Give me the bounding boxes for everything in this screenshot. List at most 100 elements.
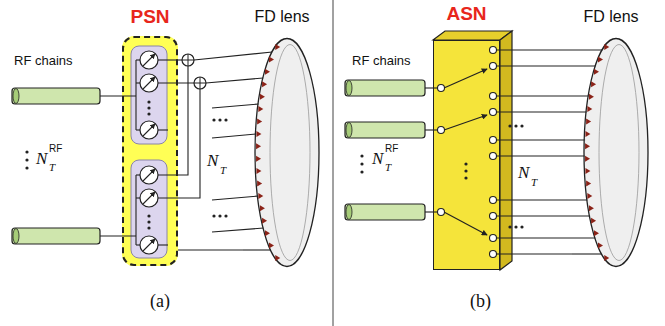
asn-box: ASN — [433, 40, 500, 270]
antenna-element — [591, 218, 596, 224]
ellipsis-dot — [514, 225, 517, 228]
ellipsis-dot — [464, 162, 467, 165]
ellipsis-dot — [147, 112, 150, 115]
antenna-feed — [212, 228, 264, 232]
antenna-feed — [497, 215, 591, 216]
panel-divider — [333, 0, 334, 326]
rf-chain-end — [346, 205, 352, 220]
antenna-element — [604, 44, 609, 50]
antenna-feed — [497, 139, 586, 140]
rf-chain-box — [345, 80, 425, 96]
antenna-feed — [572, 253, 602, 254]
symbol: N — [207, 152, 218, 169]
rf-feed — [425, 211, 438, 212]
ellipsis-dot — [147, 106, 150, 109]
phase-shifter-symbol — [140, 74, 158, 92]
phase-shifter-symbol — [140, 189, 158, 207]
switch-arm — [444, 69, 487, 88]
symbol: N — [518, 164, 529, 181]
rf-feed — [100, 95, 136, 96]
part-name: RF chains — [14, 54, 73, 67]
ellipsis-dot — [218, 214, 221, 217]
feed-stub — [136, 174, 140, 175]
antenna-element — [587, 193, 592, 199]
ps-output — [158, 82, 194, 83]
antenna-element — [587, 106, 592, 112]
phase-shifter-arrow — [143, 192, 155, 204]
ellipsis-dot — [360, 162, 363, 165]
psn-fill — [122, 36, 178, 266]
antenna-element — [256, 156, 261, 162]
ellipsis-dot — [520, 225, 523, 228]
antenna-feed — [497, 111, 587, 112]
antenna-element — [258, 106, 263, 112]
switch-input — [438, 209, 445, 216]
antenna-element — [265, 69, 270, 75]
feed-line — [500, 253, 572, 254]
subscript: T — [385, 162, 391, 173]
ellipsis-dot — [360, 170, 363, 173]
switch-output — [490, 251, 497, 258]
switch-output — [490, 109, 497, 116]
ellipsis-dot — [212, 214, 215, 217]
part-name: RF chains — [352, 54, 411, 67]
phase-shifter-symbol — [140, 166, 158, 184]
ellipsis-dot — [25, 158, 28, 161]
ellipsis-dot — [464, 176, 467, 179]
combiner-symbol — [182, 54, 194, 66]
ellipsis-dot — [147, 226, 150, 229]
phase-shifter-arrow — [143, 239, 155, 251]
feed-stub — [136, 82, 140, 83]
antenna-feed — [497, 49, 603, 50]
antenna-feed — [206, 78, 263, 83]
antenna-element — [265, 230, 270, 236]
feed-bus — [135, 175, 136, 245]
antenna-element — [275, 44, 280, 50]
asn-side-face — [500, 31, 512, 270]
ellipsis-dot — [212, 118, 215, 121]
antenna-feed — [497, 199, 588, 200]
antenna-element — [256, 143, 261, 149]
antenna-feed — [194, 52, 272, 60]
switch-output — [490, 63, 497, 70]
antenna-element — [257, 118, 262, 124]
feed-stub — [136, 244, 140, 245]
symbol: N — [372, 150, 383, 167]
rf-chain-box — [12, 88, 100, 104]
ps-output — [158, 244, 168, 245]
antenna-element — [585, 131, 590, 137]
switch-input — [438, 127, 445, 134]
subscript: T — [220, 165, 226, 176]
ellipsis-dot — [464, 169, 467, 172]
ellipsis-dot — [224, 214, 227, 217]
ps-output — [158, 129, 168, 130]
ellipsis-dot — [218, 118, 221, 121]
asn-fill — [433, 40, 500, 270]
antenna-element — [256, 168, 261, 174]
subscript: T — [49, 162, 55, 173]
ellipsis-dot — [360, 154, 363, 157]
phase-shifter-arrow — [143, 77, 155, 89]
ellipsis-dot — [25, 166, 28, 169]
antenna-element — [585, 168, 590, 174]
ellipsis-dot — [224, 118, 227, 121]
superscript: RF — [385, 144, 398, 154]
ellipsis-dot — [147, 220, 150, 223]
ellipsis-dot — [520, 124, 523, 127]
superscript: RF — [49, 144, 62, 154]
rf-chain-end — [346, 81, 352, 96]
feed-stub — [136, 59, 140, 60]
ellipsis-dot — [25, 150, 28, 153]
rf-feed — [425, 87, 438, 88]
phase-shifter-symbol — [140, 121, 158, 139]
antenna-element — [275, 255, 280, 261]
antenna-element — [257, 181, 262, 187]
antenna-element — [260, 205, 265, 211]
phase-shifter-arrow — [143, 124, 155, 136]
subscript: T — [531, 177, 537, 188]
phase-shifter-symbol — [140, 51, 158, 69]
antenna-element — [598, 243, 603, 249]
lens-body — [255, 39, 319, 267]
